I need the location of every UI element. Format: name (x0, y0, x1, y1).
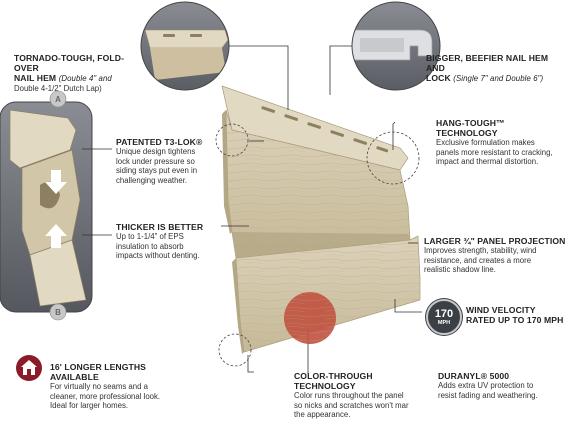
callout-hang-tough-title: Hang-Tough™ Technology (436, 118, 505, 138)
callout-thicker: Thicker is Better Up to 1-1/4" of EPS in… (116, 222, 226, 261)
marker-a-label: A (55, 95, 61, 104)
arrow-up-icon (45, 224, 67, 248)
badge-unit: MPH (437, 320, 451, 326)
nail-slots (261, 106, 389, 153)
callout-duranyl: Duranyl® 5000 Adds extra UV protection t… (438, 371, 566, 400)
marker-a (49, 90, 67, 108)
callout-t3lok: Patented T3-Lok® Unique design tightens … (116, 137, 226, 185)
marker-b (49, 303, 67, 321)
callout-color-title: Color-Through Technology (294, 371, 373, 391)
callout-thicker-title: Thicker is Better (116, 222, 204, 232)
callout-nail-hem: Tornado-Tough, Fold-Over Nail Hem (Doubl… (14, 53, 144, 94)
nail-hem-inset (140, 1, 230, 91)
callout-nail-hem-desc: Double 4-1/2" Dutch Lap) (14, 84, 102, 93)
callout-color: Color-Through Technology Color runs thro… (294, 371, 424, 420)
detail-circles (215, 123, 420, 367)
callout-wind-title: Wind Velocity (466, 305, 536, 315)
leader-lines (221, 45, 422, 374)
arrow-down-icon (45, 170, 67, 194)
callout-nail-hem-title: Tornado-Tough, Fold-Over (14, 53, 125, 73)
callout-t3lok-title: Patented T3-Lok® (116, 137, 203, 147)
callout-wind-title2: Rated up to 170 MPH (466, 315, 564, 325)
t3lok-profile-inset (0, 101, 93, 313)
callout-beefier-title: Bigger, Beefier Nail Hem and (426, 53, 549, 73)
callout-lengths: 16' Longer Lengths Available For virtual… (50, 362, 190, 411)
marker-b-label: B (55, 308, 61, 317)
callout-projection-title: Larger ¾" Panel Projection (424, 236, 566, 246)
callout-projection: Larger ¾" Panel Projection Improves stre… (424, 236, 566, 275)
callout-beefier-title2: Lock (Single 7" and Double 6") (426, 73, 544, 83)
house-icon (21, 360, 37, 375)
shadow-line (232, 232, 410, 258)
beefier-lock-inset (351, 1, 441, 91)
callout-wind: Wind Velocity Rated up to 170 MPH (466, 305, 566, 325)
callout-duranyl-title: Duranyl® 5000 (438, 371, 510, 381)
callout-nail-hem-title2: Nail Hem (Double 4" and (14, 73, 112, 83)
wind-velocity-badge: 170 MPH (426, 299, 462, 335)
callout-lengths-title: 16' Longer Lengths Available (50, 362, 146, 382)
badge-number: 170 (434, 308, 454, 320)
house-badge (16, 355, 42, 381)
callout-beefier: Bigger, Beefier Nail Hem and Lock (Singl… (426, 53, 566, 84)
siding-panel (221, 85, 421, 354)
nail-hem-strip (221, 85, 409, 171)
callout-hang-tough: Hang-Tough™ Technology Exclusive formula… (436, 118, 566, 167)
